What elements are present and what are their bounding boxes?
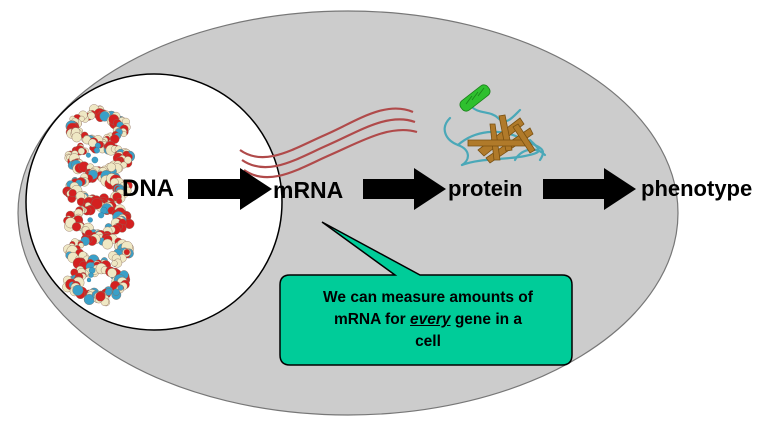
dna-double-helix-icon [62, 104, 136, 307]
dna-atom [123, 249, 130, 256]
process-arrows [188, 168, 636, 210]
dna-atom [71, 222, 82, 232]
dna-base-atom [85, 152, 91, 158]
dna-atom [104, 288, 113, 296]
arrow-protein-to-phenotype [543, 168, 636, 210]
protein-ribbon-icon [443, 84, 547, 167]
dna-atom [72, 284, 84, 296]
dna-atom [107, 268, 117, 278]
dna-base-atom [88, 272, 94, 278]
dna-base-atom [94, 142, 101, 149]
dna-base-atom [86, 277, 92, 283]
callout-emphasis: every [410, 311, 451, 328]
protein-label: protein [448, 176, 523, 201]
callout-line-1: We can measure amounts of [323, 289, 533, 306]
dna-atom [124, 156, 132, 165]
callout-line-3: cell [415, 333, 441, 350]
dna-base-atom [87, 217, 93, 223]
phenotype-label: phenotype [641, 176, 753, 201]
callout-text: We can measure amounts of mRNA for every… [284, 287, 572, 353]
dna-base-atom [98, 212, 105, 219]
dna-atom [111, 260, 118, 267]
dna-atom [87, 111, 96, 120]
dna-atom [68, 189, 77, 198]
callout-line-2-pre: mRNA for [333, 311, 411, 328]
dna-label: DNA [122, 175, 174, 202]
dna-atom [71, 132, 82, 143]
dna-atom [102, 238, 113, 250]
callout-line-2-post: gene in a [450, 311, 523, 328]
mrna-strands-icon [239, 107, 418, 179]
dna-atom [116, 198, 123, 205]
arrow-dna-to-mrna [188, 168, 272, 210]
dna-atom [95, 291, 106, 302]
callout-bubble [279, 221, 573, 366]
dna-base-atom [91, 156, 99, 164]
dna-atom [112, 288, 120, 296]
dna-base-atom [93, 147, 100, 154]
mrna-label: mRNA [273, 177, 344, 203]
dna-atom [77, 147, 85, 155]
dna-base-atom [88, 267, 96, 274]
callout-line-2: mRNA for every gene in a [284, 309, 572, 331]
dna-atom [91, 198, 103, 210]
arrow-mrna-to-protein [363, 168, 446, 210]
dna-atom [117, 284, 124, 291]
